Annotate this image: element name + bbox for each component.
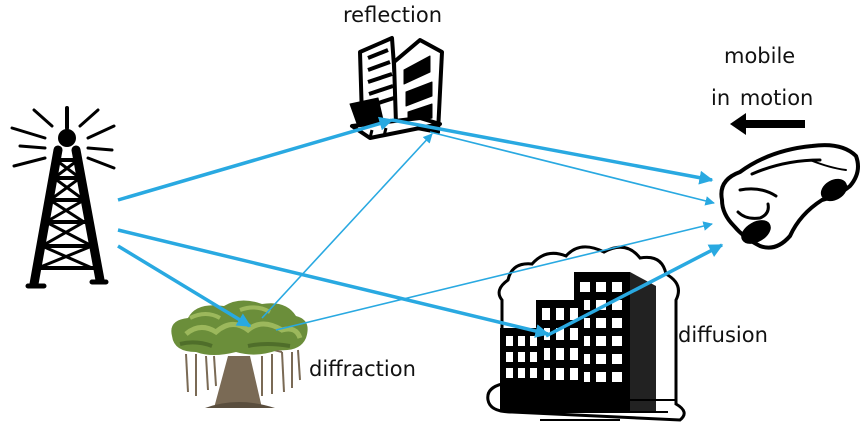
arrow-left-icon <box>730 113 805 135</box>
ray-tree-to-car <box>275 221 713 331</box>
tree-icon <box>171 300 308 408</box>
car-icon <box>719 143 860 250</box>
city-buildings-icon <box>486 245 686 422</box>
diffraction-label: diffraction <box>309 357 416 381</box>
mobile-label: mobile <box>724 44 796 68</box>
ray-tower-to-buildings <box>117 228 550 338</box>
ray-reflection-to-car <box>429 131 715 206</box>
radio-tower-icon <box>10 106 116 289</box>
ray-tree-to-building <box>261 133 433 319</box>
ray-reflector-to-car <box>391 118 714 185</box>
ray-tower-to-reflector <box>117 116 394 202</box>
in-motion-label: in motion <box>711 86 814 110</box>
diffusion-label: diffusion <box>678 323 768 347</box>
ray-tower-to-tree <box>117 244 252 328</box>
ray-buildings-to-car <box>545 243 724 338</box>
reflection-label: reflection <box>343 3 443 27</box>
office-building-icon <box>349 36 444 140</box>
